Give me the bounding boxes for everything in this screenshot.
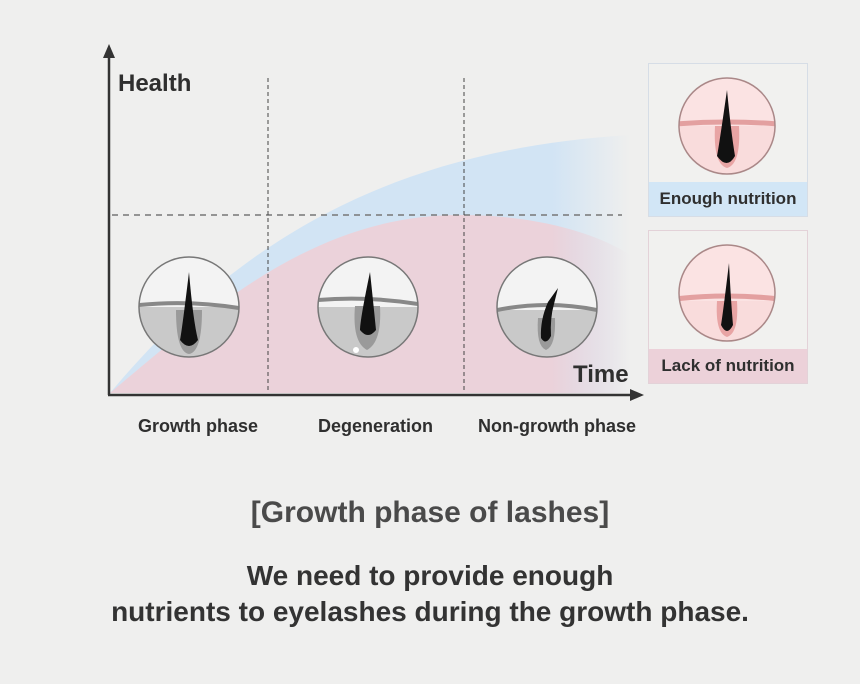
- phase-label-growth: Growth phase: [138, 416, 259, 436]
- follicle-growth-icon: [138, 256, 240, 358]
- y-axis-label: Health: [118, 70, 192, 97]
- caption-line-1: We need to provide enough: [246, 560, 614, 591]
- legend-lack-label: Lack of nutrition: [649, 349, 807, 383]
- legend-card-lack: Lack of nutrition: [648, 230, 808, 384]
- x-axis-arrow: [630, 389, 644, 401]
- legend-card-enough: Enough nutrition: [648, 63, 808, 217]
- follicle-degeneration-icon: [317, 256, 419, 358]
- y-axis-arrow: [103, 44, 115, 58]
- phase-label-degeneration: Degeneration: [318, 416, 434, 436]
- healthy-follicle-icon: [678, 77, 776, 175]
- caption-title: [Growth phase of lashes]: [250, 496, 610, 529]
- phase-label-non-growth: Non-growth phase: [478, 416, 636, 436]
- caption-line-2: nutrients to eyelashes during the growth…: [111, 596, 749, 627]
- weak-follicle-icon: [678, 244, 776, 342]
- x-axis-label: Time: [573, 361, 629, 388]
- legend-enough-label: Enough nutrition: [649, 182, 807, 216]
